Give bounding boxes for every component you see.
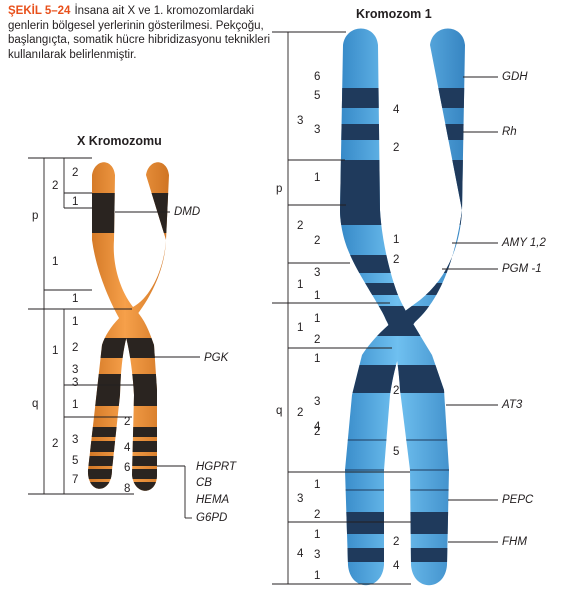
chr1-arm-p-label: p — [276, 183, 282, 195]
gene-label-g6pd: G6PD — [196, 512, 227, 524]
gene-label-rh: Rh — [502, 126, 517, 138]
chr1-region-label: 1 — [297, 279, 303, 291]
chr1-region-label: 1 — [297, 322, 303, 334]
chr1-band-label: 4 — [393, 560, 399, 572]
x-arm-p-label: p — [32, 210, 38, 222]
chr1-band-label: 2 — [393, 142, 399, 154]
gene-label-pepc: PEPC — [502, 494, 533, 506]
x-band-label: 8 — [124, 483, 130, 495]
gene-label-dmd: DMD — [174, 206, 200, 218]
chr1-band-label: 1 — [314, 172, 320, 184]
x-band-label: 3 — [72, 377, 78, 389]
x-band-label: 7 — [72, 474, 78, 486]
chr1-band-label: 2 — [393, 385, 399, 397]
chr1-band-label: 1 — [314, 313, 320, 325]
chr1-region-label: 3 — [297, 115, 303, 127]
gene-label-amy: AMY 1,2 — [502, 237, 546, 249]
chr1-region-label: 2 — [297, 407, 303, 419]
x-region-label: 1 — [52, 345, 58, 357]
chr1-band-label: 3 — [314, 549, 320, 561]
x-band-label: 1 — [72, 293, 78, 305]
chr1-band-label: 4 — [393, 104, 399, 116]
chromosome-1 — [330, 20, 480, 592]
chr1-region-label: 2 — [297, 220, 303, 232]
gene-label-hgprt: HGPRT — [196, 461, 236, 473]
chr1-band-label: 1 — [314, 290, 320, 302]
chr1-band-label: 3 — [314, 124, 320, 136]
chr1-region-label: 4 — [297, 548, 303, 560]
chr1-band-label: 3 — [314, 396, 320, 408]
gene-label-fhm: FHM — [502, 536, 527, 548]
gene-label-gdh: GDH — [502, 71, 528, 83]
x-region-label: 1 — [52, 256, 58, 268]
x-band-label: 1 — [72, 399, 78, 411]
x-band-label: 3 — [72, 434, 78, 446]
x-band-label: 5 — [72, 455, 78, 467]
chr1-band-label: 1 — [314, 353, 320, 365]
chr1-band-label: 2 — [314, 235, 320, 247]
chr1-band-label: 2 — [393, 536, 399, 548]
chr1-band-label: 1 — [314, 479, 320, 491]
chr1-band-label: 2 — [314, 334, 320, 346]
chr1-band-label: 5 — [393, 446, 399, 458]
gene-label-pgk: PGK — [204, 352, 228, 364]
x-arm-q-label: q — [32, 398, 38, 410]
chr1-band-label: 2 — [393, 254, 399, 266]
x-region-label: 2 — [52, 180, 58, 192]
chr1-band-label: 1 — [314, 570, 320, 582]
x-band-label: 6 — [124, 462, 130, 474]
chr1-band-label: 3 — [314, 267, 320, 279]
x-band-label: 2 — [72, 167, 78, 179]
chr1-band-label: 1 — [314, 529, 320, 541]
x-band-label: 2 — [124, 416, 130, 428]
gene-label-hema: HEMA — [196, 494, 229, 506]
x-band-label: 1 — [72, 316, 78, 328]
gene-label-cb: CB — [196, 477, 212, 489]
gene-label-pgm: PGM -1 — [502, 263, 542, 275]
chr1-band-label: 2 — [314, 426, 320, 438]
x-band-label: 2 — [72, 342, 78, 354]
x-band-label: 3 — [72, 364, 78, 376]
chr1-region-label: 3 — [297, 493, 303, 505]
x-region-label: 2 — [52, 438, 58, 450]
chr1-arm-q-label: q — [276, 405, 282, 417]
x-band-label: 1 — [72, 196, 78, 208]
chr1-band-label: 2 — [314, 509, 320, 521]
x-band-label: 4 — [124, 442, 130, 454]
gene-label-at3: AT3 — [502, 399, 522, 411]
chr1-band-label: 6 — [314, 71, 320, 83]
chr1-band-label: 5 — [314, 90, 320, 102]
chr1-band-label: 1 — [393, 234, 399, 246]
